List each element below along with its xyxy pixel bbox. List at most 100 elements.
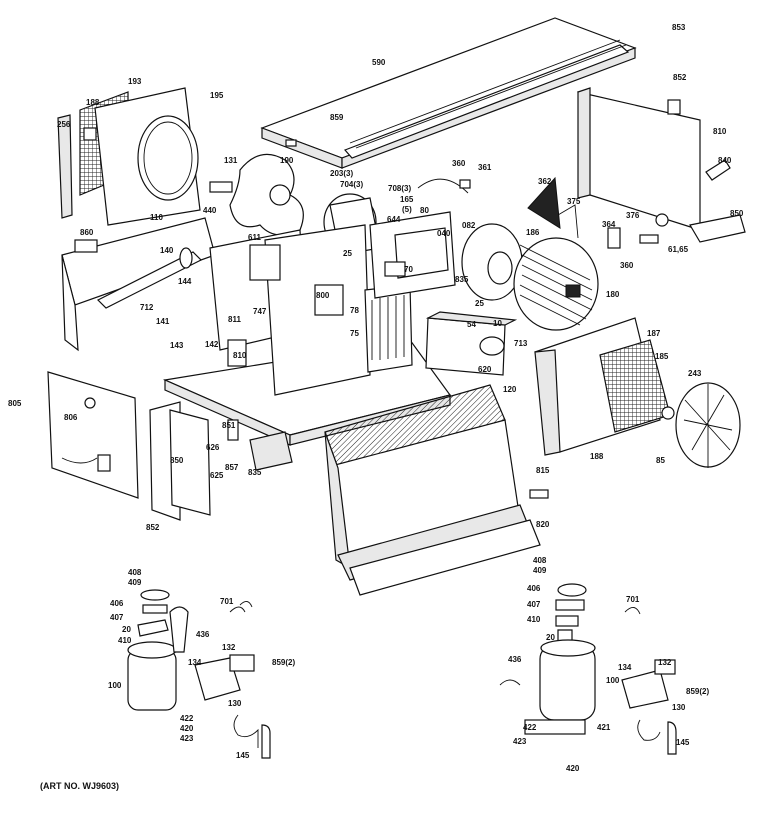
- callout-040: 040: [437, 229, 451, 238]
- callout-362: 362: [538, 177, 552, 186]
- capacitor-box: [425, 311, 518, 376]
- callout-100b: 100: [606, 676, 620, 685]
- callout-406b: 406: [527, 584, 541, 593]
- callout-712: 712: [140, 303, 154, 312]
- callout-145a: 145: [236, 751, 250, 760]
- side-panel-850: [149, 401, 293, 521]
- callout-423b: 423: [513, 737, 527, 746]
- compressor-right: [499, 583, 677, 755]
- callout-141: 141: [156, 317, 170, 326]
- callout-140: 140: [160, 246, 174, 255]
- callout-256: 256: [57, 120, 71, 129]
- callout-409a: 409: [128, 578, 142, 587]
- control-box: [369, 211, 456, 299]
- callout-420b: 420: [566, 764, 580, 773]
- callout-410a: 410: [118, 636, 132, 645]
- callout-852b: 852: [146, 523, 160, 532]
- callout-130a: 130: [228, 699, 242, 708]
- callout-360b: 360: [620, 261, 634, 270]
- top-cover: [260, 17, 637, 169]
- callout-082: 082: [462, 221, 476, 230]
- callout-704: 704(3): [340, 180, 363, 189]
- compressor-left: [127, 589, 271, 759]
- callout-25b: 25: [475, 299, 484, 308]
- callout-805: 805: [8, 399, 22, 408]
- callout-10: 10: [493, 319, 502, 328]
- heater-element: [364, 284, 413, 373]
- callout-360: 360: [452, 159, 466, 168]
- callout-143: 143: [170, 341, 184, 350]
- callout-436a: 436: [196, 630, 210, 639]
- callout-20b: 20: [546, 633, 555, 642]
- callout-713: 713: [514, 339, 528, 348]
- left-shroud: [57, 87, 201, 226]
- callout-361: 361: [478, 163, 492, 172]
- art-number: (ART NO. WJ9603): [40, 781, 119, 791]
- callout-188b: 188: [590, 452, 604, 461]
- blower-wheel: [461, 223, 599, 331]
- callout-20a: 20: [122, 625, 131, 634]
- callout-408b: 408: [533, 556, 547, 565]
- callout-850b: 850: [170, 456, 184, 465]
- callout-195: 195: [210, 91, 224, 100]
- callout-5: (5): [402, 205, 412, 214]
- callout-420a: 420: [180, 724, 194, 733]
- callout-25a: 25: [343, 249, 352, 258]
- callout-131: 131: [224, 156, 238, 165]
- callout-187: 187: [647, 329, 661, 338]
- evaporator-coil: [61, 217, 216, 352]
- callout-188: 188: [86, 98, 100, 107]
- brackets-top-right: [417, 176, 669, 249]
- callout-835b: 835: [248, 468, 262, 477]
- callout-80: 80: [420, 206, 429, 215]
- callout-376: 376: [626, 211, 640, 220]
- callout-144: 144: [178, 277, 192, 286]
- callout-850: 850: [730, 209, 744, 218]
- callout-590: 590: [372, 58, 386, 67]
- callout-185: 185: [655, 352, 669, 361]
- callout-110: 110: [150, 213, 163, 222]
- callout-134b: 134: [618, 663, 632, 672]
- callout-620: 620: [478, 365, 492, 374]
- callout-436b: 436: [508, 655, 522, 664]
- callout-243: 243: [688, 369, 702, 378]
- callout-407a: 407: [110, 613, 124, 622]
- callout-611: 611: [248, 233, 261, 242]
- callout-120: 120: [503, 385, 517, 394]
- callout-815: 815: [536, 466, 550, 475]
- callout-408a: 408: [128, 568, 142, 577]
- callout-6165: 61,65: [668, 245, 689, 254]
- callout-193: 193: [128, 77, 142, 86]
- callout-625: 625: [210, 471, 224, 480]
- callout-701a: 701: [220, 597, 234, 606]
- callout-423a: 423: [180, 734, 194, 743]
- callout-142: 142: [205, 340, 219, 349]
- callout-800: 800: [316, 291, 330, 300]
- callout-626: 626: [206, 443, 220, 452]
- callout-8592a: 859(2): [272, 658, 295, 667]
- callout-132a: 132: [222, 643, 236, 652]
- callout-422a: 422: [180, 714, 194, 723]
- callout-364: 364: [602, 220, 616, 229]
- callout-644: 644: [387, 215, 401, 224]
- callout-203: 203(3): [330, 169, 353, 178]
- callout-70: 70: [404, 265, 413, 274]
- callout-100a: 100: [108, 681, 122, 690]
- callout-851: 851: [222, 421, 236, 430]
- callout-840: 840: [718, 156, 732, 165]
- right-side-panel: [577, 87, 746, 243]
- callout-820: 820: [536, 520, 550, 529]
- callout-860: 860: [80, 228, 94, 237]
- callout-859: 859: [330, 113, 344, 122]
- callout-852: 852: [673, 73, 687, 82]
- callout-410b: 410: [527, 615, 541, 624]
- callout-85: 85: [656, 456, 665, 465]
- callout-857: 857: [225, 463, 239, 472]
- callout-375: 375: [567, 197, 581, 206]
- callout-747: 747: [253, 307, 267, 316]
- callout-75: 75: [350, 329, 359, 338]
- callout-806: 806: [64, 413, 78, 422]
- callout-811: 811: [228, 315, 241, 324]
